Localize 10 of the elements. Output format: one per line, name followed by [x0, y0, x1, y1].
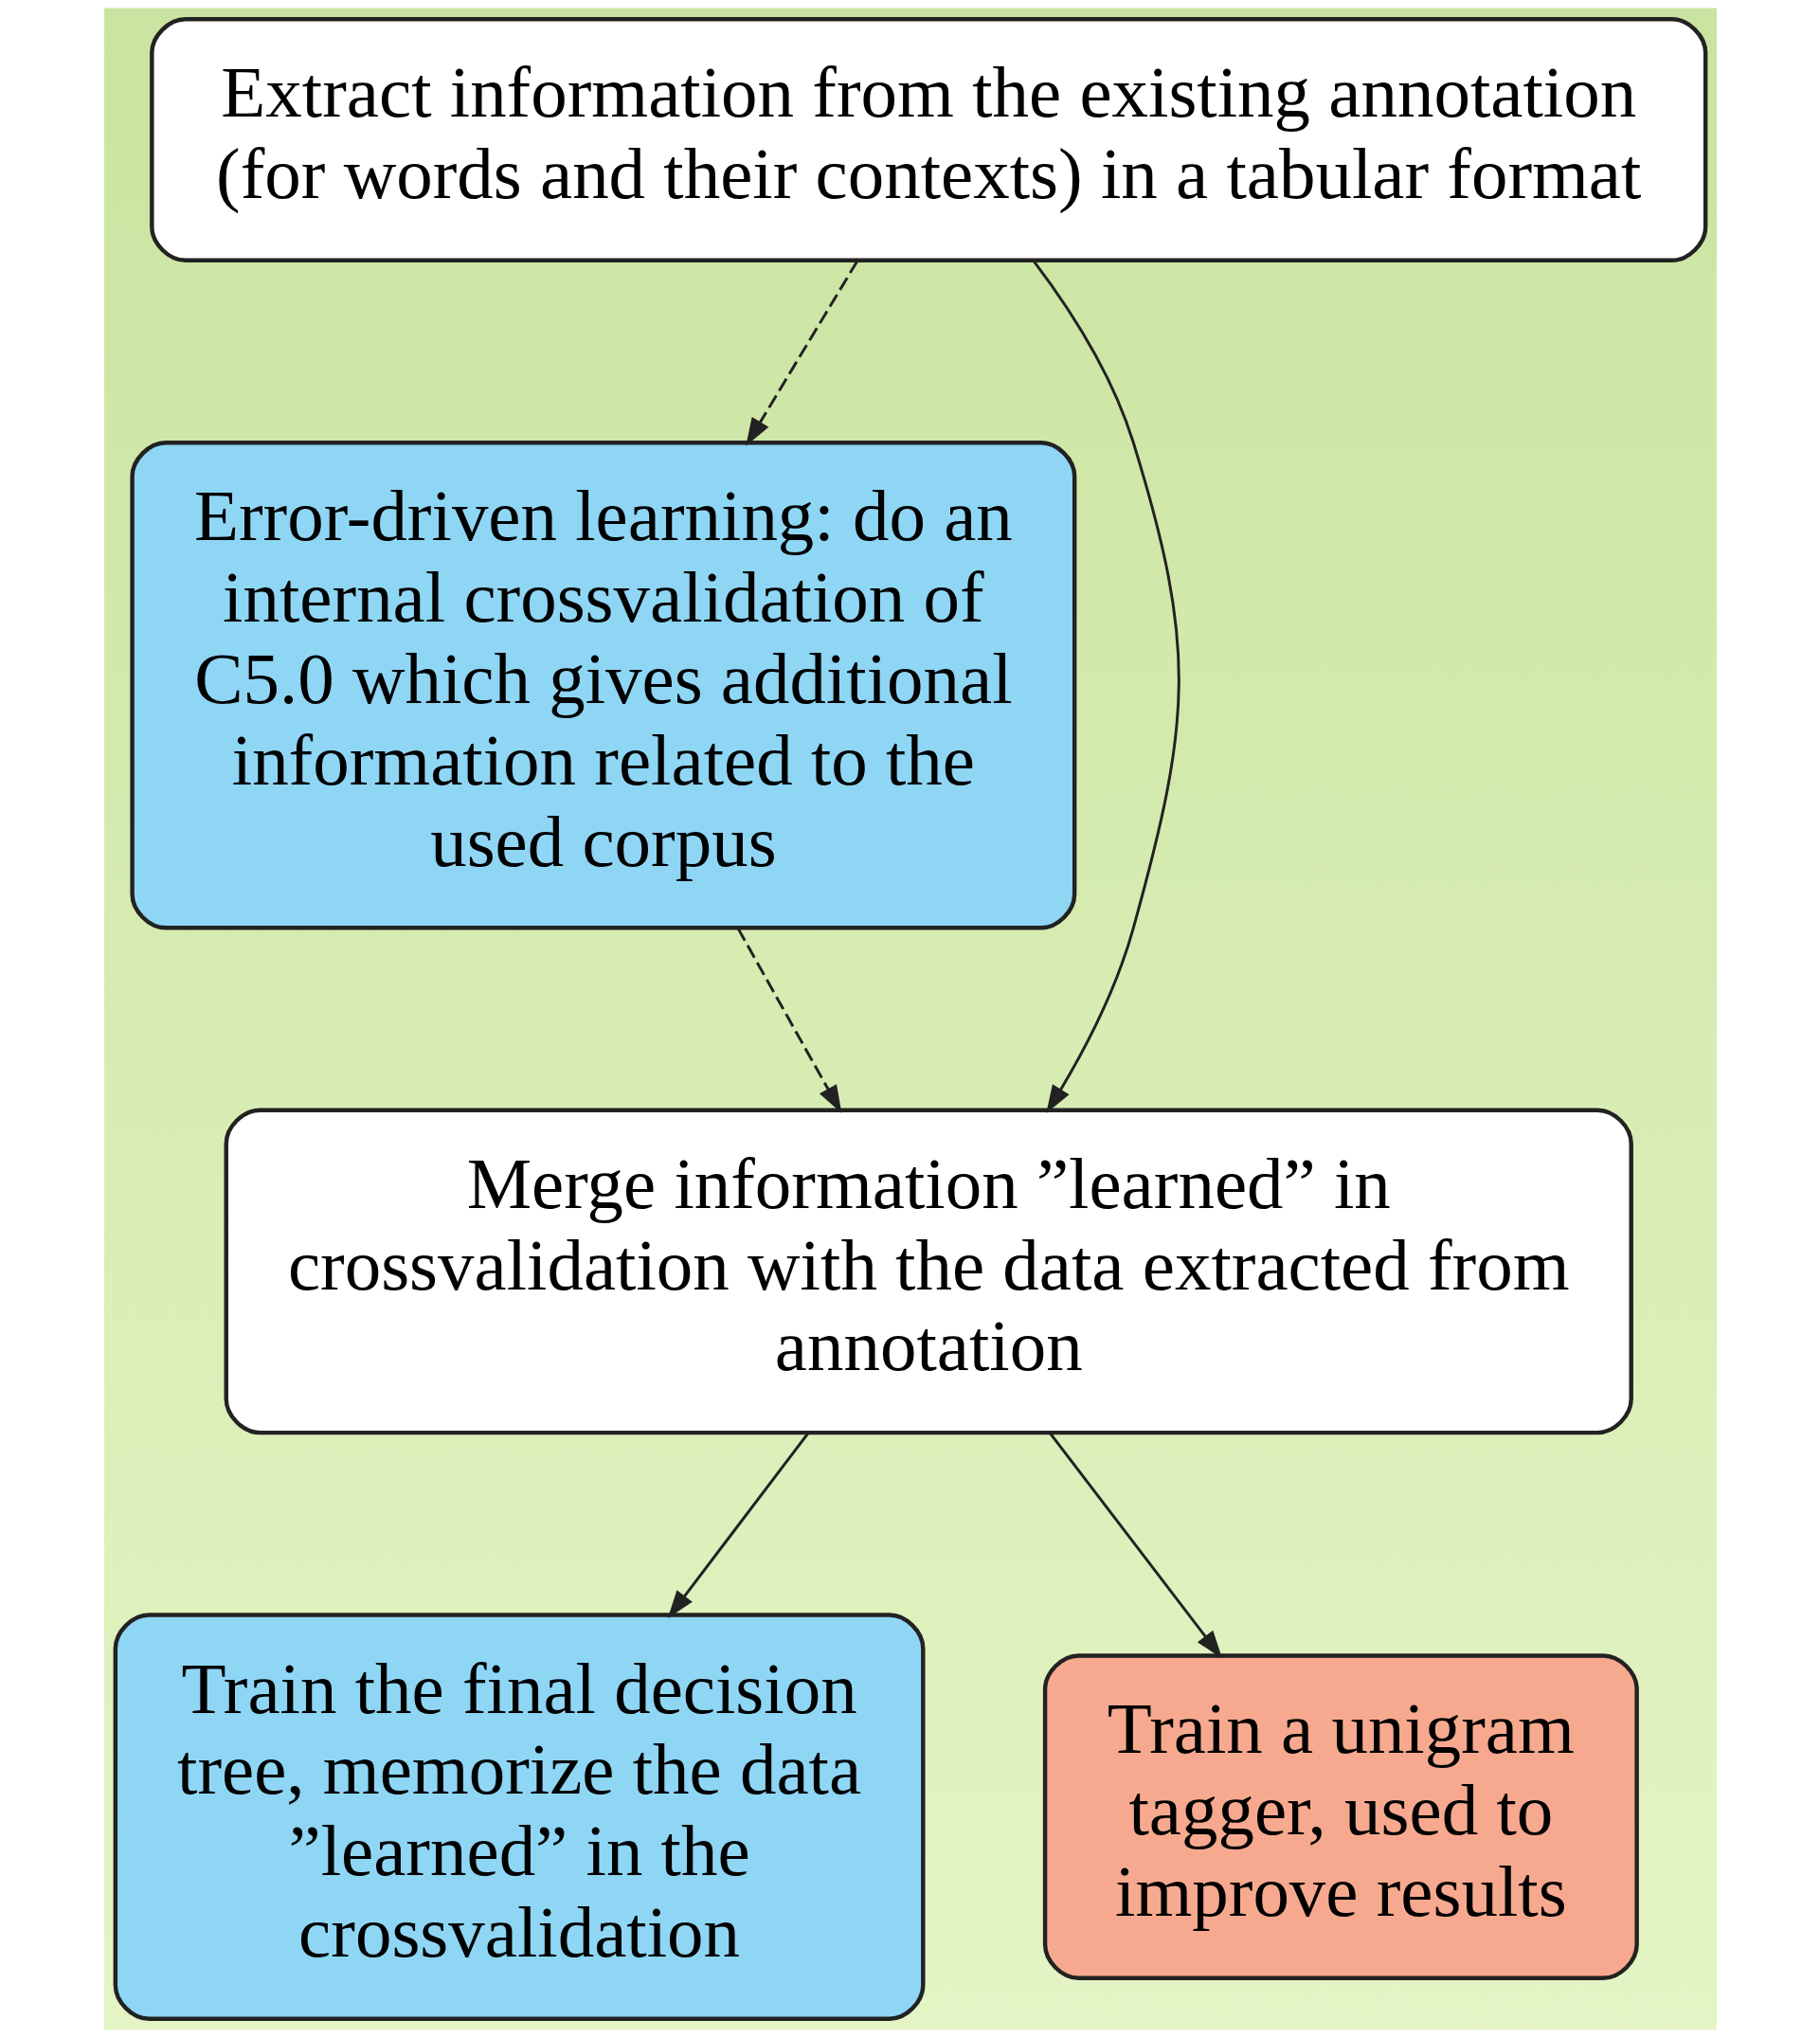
arrow [745, 260, 858, 446]
arrow [1048, 1432, 1222, 1659]
node-box: Extract information from the existing annotation (for words and their contexts) in a tabular format [149, 17, 1707, 263]
node-box: Train a unigram tagger, used to improve results [1042, 1653, 1639, 1981]
node-box: Merge information ”learned” in crossvalidation with the data extracted from annotation [224, 1108, 1633, 1435]
arrow [1032, 260, 1180, 1113]
arrow [667, 1432, 809, 1619]
arrow [736, 928, 841, 1114]
node-box: Error-driven learning: do an internal crossvalidation of C5.0 which gives additional information related to the used corpus [129, 441, 1076, 930]
node-box: Train the final decision tree, memorize the data ”learned” in the crossvalidation [113, 1613, 926, 2021]
